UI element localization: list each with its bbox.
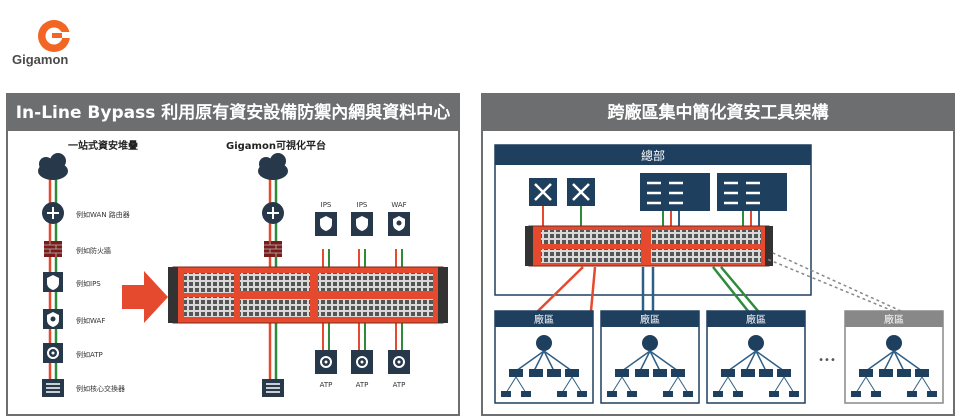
stack-label: 例如ATP <box>76 350 103 359</box>
arrow-right-icon <box>122 271 168 323</box>
biohazard-icon <box>351 350 373 374</box>
traffic-icon <box>717 173 787 211</box>
site-box: 廠區 <box>494 310 594 404</box>
site-label: 廠區 <box>640 313 660 326</box>
stack-label: 例如IPS <box>76 279 101 288</box>
biohazard-icon <box>43 343 63 363</box>
tool-label: IPS <box>357 201 368 209</box>
router-icon <box>262 202 284 224</box>
shield-icon <box>315 212 337 236</box>
switch-icon <box>42 379 64 397</box>
stack-title: 一站式資安堆疊 <box>68 139 138 152</box>
tool-label: ATP <box>320 381 333 389</box>
inline-bypass-panel: In-Line Bypass 利用原有資安設備防禦內網與資料中心 一站式資安堆疊… <box>6 93 460 416</box>
tools-icon <box>567 178 595 206</box>
right-panel-title: 跨廠區集中簡化資安工具架構 <box>483 95 953 131</box>
gigamon-appliance <box>525 225 773 267</box>
tools-icon <box>529 178 557 206</box>
logo-wordmark: Gigamon <box>12 52 69 67</box>
shield-icon <box>351 212 373 236</box>
stack-label: 例如WAF <box>76 316 105 325</box>
site-box: 廠區 <box>600 310 700 404</box>
waf-icon <box>388 212 410 236</box>
biohazard-icon <box>388 350 410 374</box>
hq-label: 總部 <box>641 148 665 163</box>
site-label: 廠區 <box>884 313 904 326</box>
platform-title: Gigamon可視化平台 <box>226 139 326 152</box>
shield-icon <box>43 272 63 292</box>
tool-label: ATP <box>356 381 369 389</box>
biohazard-icon <box>315 350 337 374</box>
firewall-icon <box>44 241 62 257</box>
tool-label: WAF <box>391 201 406 209</box>
site-label: 廠區 <box>746 313 766 326</box>
tool-label: IPS <box>321 201 332 209</box>
more-sites-ellipsis: ••• <box>818 355 836 366</box>
stack-label: 例如防火牆 <box>76 246 111 255</box>
gigamon-logo <box>38 20 72 52</box>
inline-bypass-diagram: 一站式資安堆疊 Gigamon可視化平台 例如WAN 路由器 例如防火牆 例如I… <box>38 139 448 397</box>
router-icon <box>42 202 64 224</box>
left-panel-title: In-Line Bypass 利用原有資安設備防禦內網與資料中心 <box>8 95 458 131</box>
switch-icon <box>262 379 284 397</box>
waf-icon <box>43 309 63 329</box>
site-label: 廠區 <box>534 313 554 326</box>
gigamon-appliance <box>168 266 448 324</box>
traffic-icon <box>640 173 710 211</box>
cloud-icon <box>38 153 68 180</box>
stack-label: 例如WAN 路由器 <box>76 210 130 219</box>
multi-site-panel: 跨廠區集中簡化資安工具架構 總部 <box>481 93 955 416</box>
multi-site-diagram: 總部 <box>494 144 944 404</box>
firewall-icon <box>264 241 282 257</box>
cloud-icon <box>258 153 288 180</box>
tool-label: ATP <box>393 381 406 389</box>
site-box: 廠區 <box>844 310 944 404</box>
site-box: 廠區 <box>706 310 806 404</box>
stack-label: 例如核心交換器 <box>76 384 125 393</box>
